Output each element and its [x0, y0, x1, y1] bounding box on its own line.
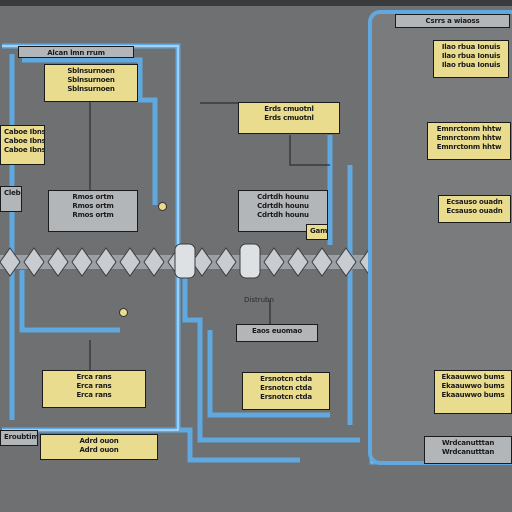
left-top-pipe [22, 57, 158, 205]
top-left-header-box: Alcan lmn rrum [18, 46, 134, 58]
distribution-label: Distrubn [244, 296, 274, 304]
top-right-header-box: Csrrs a wiaoss [395, 14, 510, 28]
center-box-e: Gammtbsnue [306, 224, 328, 240]
bottom-left-box-long: Eroubtimnotraaats [0, 430, 38, 446]
chain-link [143, 247, 165, 277]
junction-dot-2 [119, 308, 128, 317]
left-box-d: Clebs uoidnd [0, 186, 22, 212]
chain-coupling [174, 243, 196, 279]
left-lower-pipe [19, 270, 120, 333]
chain-link [335, 247, 357, 277]
chain-link [47, 247, 69, 277]
chain-link [287, 247, 309, 277]
chain-link [119, 247, 141, 277]
chain-coupling [239, 243, 261, 279]
center-low-pipe [207, 330, 330, 418]
top-frame-edge [0, 0, 512, 6]
center-bottom-pipe [182, 270, 360, 443]
chain-link [311, 247, 333, 277]
chain-link [23, 247, 45, 277]
chain-link [95, 247, 117, 277]
chain-link [0, 247, 21, 277]
chain-link [71, 247, 93, 277]
chain-link [263, 247, 285, 277]
junction-dot-1 [158, 202, 167, 211]
connector-3 [289, 135, 330, 166]
chain-link [191, 247, 213, 277]
center-box-c: Eaos euomao [236, 324, 318, 342]
chain-link [215, 247, 237, 277]
